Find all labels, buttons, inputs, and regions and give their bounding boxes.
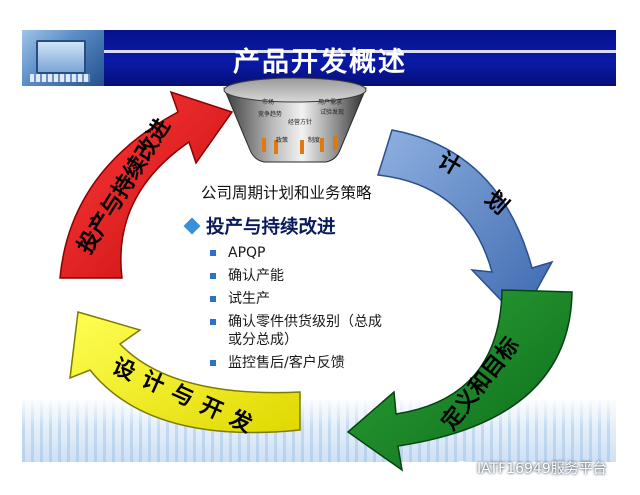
list-item: 确认零件供货级别（总成或分总成）: [208, 313, 388, 349]
current-phase-heading-text: 投产与持续改进: [206, 217, 336, 238]
keyboard-icon: [30, 74, 90, 82]
define-arrow: [346, 289, 573, 472]
title-bar: [22, 30, 616, 86]
funnel-label: 市场: [262, 98, 274, 106]
watermark: IATF16949服务平台: [455, 458, 607, 478]
square-bullet-icon: [210, 273, 216, 279]
strategy-label: 公司周期计划和业务策略: [201, 184, 372, 202]
funnel-label: 制度: [308, 136, 320, 144]
current-phase-list: APQP 确认产能 试生产 确认零件供货级别（总成或分总成） 监控售后/客户反馈: [208, 244, 388, 377]
watermark-text: IATF16949服务平台: [477, 461, 607, 477]
monitor-icon: [36, 40, 86, 74]
list-item: APQP: [208, 244, 388, 262]
computer-photo-icon: [22, 30, 104, 86]
footer-band: [22, 400, 616, 462]
list-item: 确认产能: [208, 267, 388, 285]
production-arrow-label: 投产与持续改进: [72, 114, 176, 258]
slide-title: 产品开发概述: [233, 47, 407, 78]
design-arrow: [69, 311, 301, 434]
square-bullet-icon: [210, 319, 216, 325]
diamond-bullet-icon: [183, 217, 201, 235]
funnel-label: 用户需求: [318, 98, 342, 106]
funnel-graphic: 市场 用户需求 竞争趋势 试验发现 经营方针 政策 制度: [223, 77, 367, 163]
funnel-label: 政策: [276, 136, 288, 144]
funnel-label: 试验发现: [320, 108, 344, 116]
square-bullet-icon: [210, 360, 216, 366]
wechat-icon: [455, 461, 473, 475]
square-bullet-icon: [210, 296, 216, 302]
funnel-label: 竞争趋势: [258, 110, 282, 118]
list-item: 试生产: [208, 290, 388, 308]
square-bullet-icon: [210, 250, 216, 256]
production-arrow: [59, 90, 234, 279]
list-item: 监控售后/客户反馈: [208, 354, 388, 372]
title-bar-stripe: [104, 50, 616, 53]
funnel-label: 经营方针: [288, 118, 312, 126]
current-phase-heading: 投产与持续改进: [183, 213, 336, 239]
